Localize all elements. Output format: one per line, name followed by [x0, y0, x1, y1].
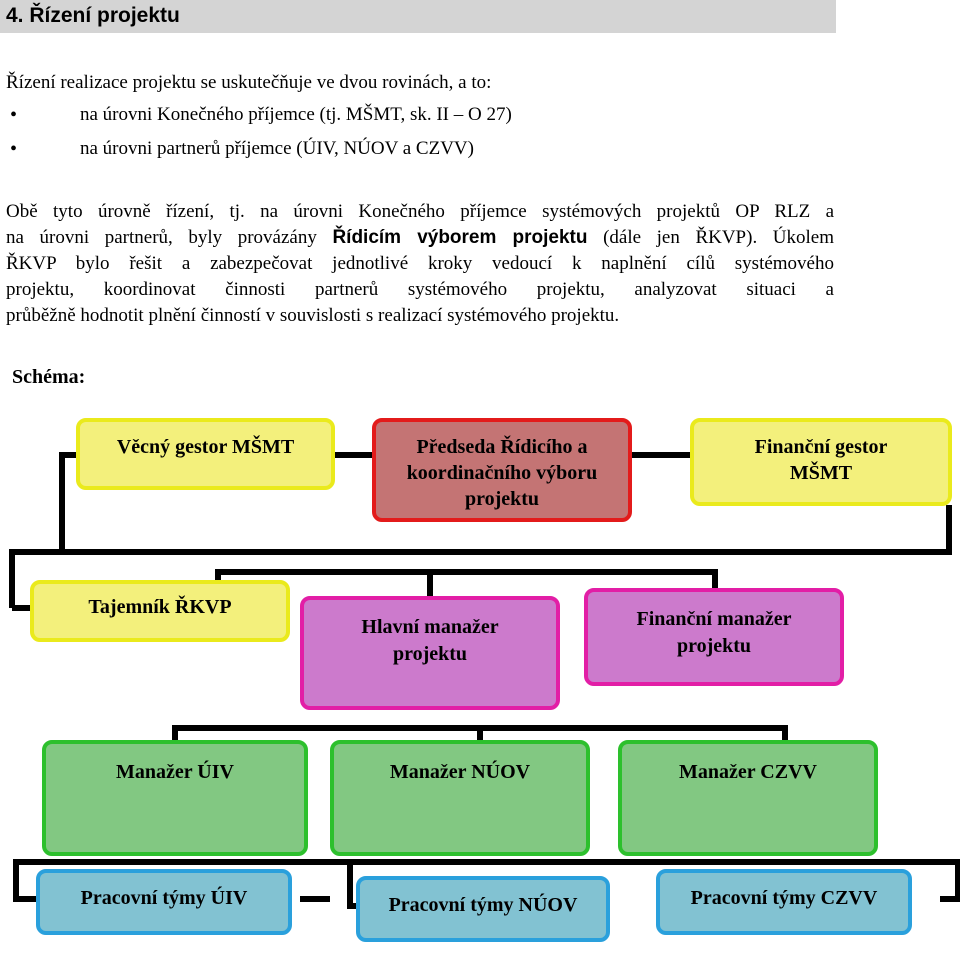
org-box-label: Finanční manažer [637, 608, 792, 630]
body-line-2-start: na úrovni partnerů, byly provázány [6, 227, 333, 248]
bullet-icon: • [10, 138, 18, 160]
org-box-label: Manažer NÚOV [390, 759, 531, 783]
org-box-label: Manažer CZVV [679, 761, 817, 783]
org-box-tymy-czvv: Pracovní týmy CZVV [656, 869, 912, 935]
org-box-label: Pracovní týmy CZVV [691, 887, 878, 909]
body-line-5: průběžně hodnotit plnění činností v souv… [6, 305, 620, 326]
org-box-shape [330, 740, 590, 856]
org-box-label: Předseda Řídicího a [416, 434, 587, 458]
org-box-label: Hlavní manažer [361, 616, 498, 638]
org-box-shape [690, 418, 952, 506]
org-box-tymy-nuov: Pracovní týmy NÚOV [356, 876, 610, 942]
connector [347, 862, 358, 909]
org-box-shape [618, 740, 878, 856]
org-box-label: projektu [465, 488, 539, 510]
org-box-label: projektu [393, 643, 467, 665]
body-line-1: Obě tyto úrovně řízení, tj. na úrovni Ko… [6, 201, 834, 222]
org-box-vecny-gestor: Věcný gestor MŠMT [76, 418, 335, 490]
org-box-manazer-uiv: Manažer ÚIV [42, 740, 308, 856]
org-box-label: MŠMT [790, 460, 853, 484]
connector [215, 569, 718, 590]
org-box-shape [372, 418, 632, 522]
org-box-manazer-nuov: Manažer NÚOV [330, 740, 590, 856]
connector [9, 505, 952, 608]
bullet-icon: • [10, 104, 18, 126]
intro-lead: Řízení realizace projektu se uskutečňuje… [6, 72, 492, 93]
org-box-label: Pracovní týmy NÚOV [389, 892, 578, 916]
section-heading-bar [0, 0, 836, 33]
org-box-hlavni-manazer: Hlavní manažer projektu [300, 596, 560, 710]
org-box-shape [76, 418, 335, 490]
schema-label: Schéma: [12, 366, 86, 388]
org-box-shape [36, 869, 292, 935]
org-box-tymy-uiv: Pracovní týmy ÚIV [36, 869, 292, 935]
org-box-financni-manazer: Finanční manažer projektu [584, 588, 844, 686]
org-box-label: Pracovní týmy ÚIV [81, 885, 248, 909]
org-box-label: koordinačního výboru [407, 462, 598, 484]
org-box-shape [656, 869, 912, 935]
body-line-2: na úrovni partnerů, byly provázány Řídic… [6, 225, 834, 251]
org-box-label: Finanční gestor [755, 436, 888, 458]
org-box-label: Tajemník ŘKVP [88, 594, 231, 618]
org-box-label: projektu [677, 635, 751, 657]
org-box-shape [300, 596, 560, 710]
connector [59, 452, 78, 552]
org-box-tajemnik: Tajemník ŘKVP [30, 580, 290, 642]
org-box-manazer-czvv: Manažer CZVV [618, 740, 878, 856]
section-heading: 4. Řízení projektu [6, 4, 180, 27]
body-line-3: ŘKVP bylo řešit a zabezpečovat jednotliv… [6, 253, 834, 274]
org-box-predseda: Předseda Řídicího a koordinačního výboru p… [372, 418, 632, 522]
org-box-label: Věcný gestor MŠMT [117, 434, 295, 458]
org-box-shape [356, 876, 610, 942]
body-line-4: projektu, koordinovat činnosti partnerů … [6, 279, 834, 300]
body-line-2-end: (dále jen ŘKVP). Úkolem [587, 227, 835, 248]
bullet-item-2: na úrovni partnerů příjemce (ÚIV, NÚOV a… [80, 138, 474, 159]
connector [13, 859, 960, 902]
org-box-shape [584, 588, 844, 686]
org-box-shape [42, 740, 308, 856]
committee-name: Řídicím výborem projektu [332, 227, 588, 248]
org-box-shape [30, 580, 290, 642]
bullet-item-1: na úrovni Konečného příjemce (tj. MŠMT, … [80, 104, 512, 125]
org-box-label: Manažer ÚIV [116, 759, 234, 783]
